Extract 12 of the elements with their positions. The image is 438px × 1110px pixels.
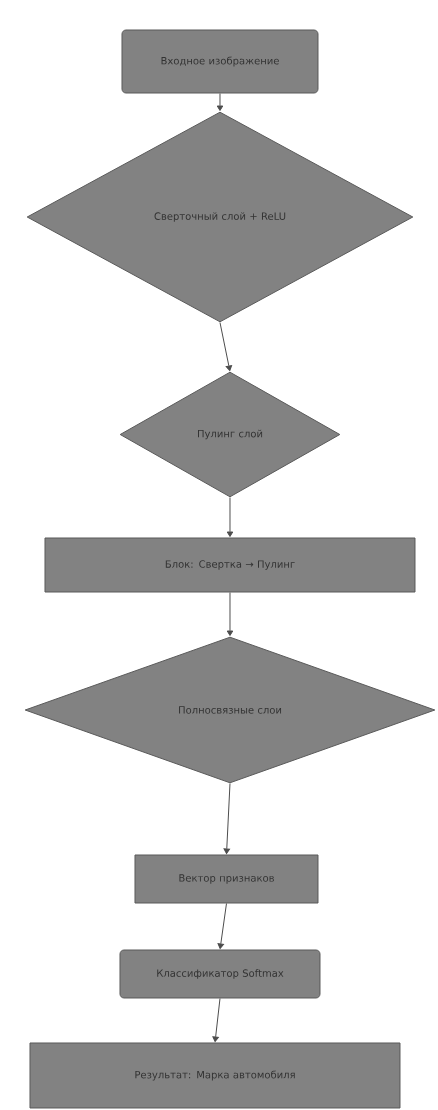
arrow xyxy=(216,93,224,111)
arrow xyxy=(219,322,233,372)
arrow xyxy=(223,783,231,854)
process-box: Классификатор Softmax xyxy=(119,949,321,999)
arrow xyxy=(226,497,234,537)
process-box: Результат: Марка автомобиля xyxy=(29,1042,401,1109)
process-box: Вектор признаков xyxy=(134,854,319,904)
process-box: Входное изображение xyxy=(121,29,319,94)
arrow xyxy=(226,592,234,636)
arrow xyxy=(217,903,227,949)
arrow xyxy=(212,998,221,1042)
process-box: Блок: Свертка → Пулинг xyxy=(44,537,416,593)
